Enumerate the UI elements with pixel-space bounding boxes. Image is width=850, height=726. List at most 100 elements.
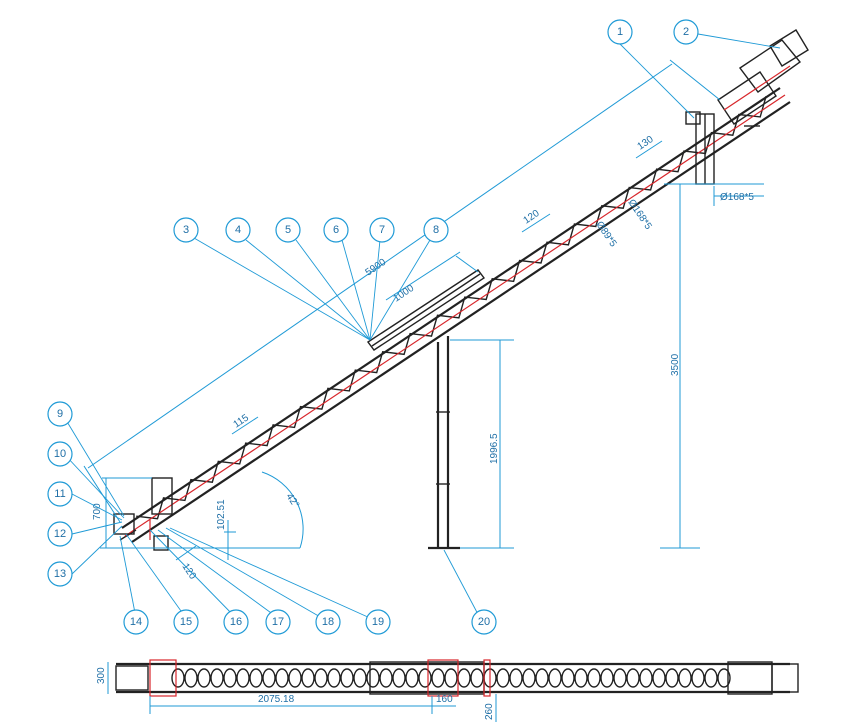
- dim-height-total: 3500: [660, 183, 700, 549]
- balloon-13: 13: [47, 561, 73, 587]
- svg-text:120: 120: [180, 562, 199, 582]
- plan-flight: [704, 668, 718, 688]
- svg-text:3500: 3500: [670, 353, 681, 376]
- plan-flight: [184, 668, 198, 688]
- plan-flight: [379, 668, 393, 688]
- svg-text:300: 300: [96, 667, 107, 684]
- plan-flight: [639, 668, 653, 688]
- svg-text:3: 3: [183, 224, 189, 236]
- balloon-19: 19: [365, 609, 391, 635]
- plan-flight: [249, 668, 263, 688]
- svg-text:115: 115: [232, 412, 252, 430]
- plan-flight: [561, 668, 575, 688]
- svg-text:20: 20: [478, 616, 490, 628]
- plan-flight: [288, 668, 302, 688]
- svg-text:260: 260: [484, 703, 495, 720]
- balloon-11: 11: [47, 481, 73, 507]
- plan-flight: [496, 668, 510, 688]
- plan-flight: [405, 668, 419, 688]
- svg-text:6: 6: [333, 224, 339, 236]
- dim-text-1000: 1000: [392, 283, 417, 305]
- dim-pitch-upper: 130: [636, 134, 663, 159]
- svg-text:9: 9: [57, 408, 63, 420]
- plan-flight: [587, 668, 601, 688]
- dim-shaft: Ø89*5: [594, 220, 619, 250]
- dim-plan-offset: 260: [484, 694, 497, 722]
- balloon-18: 18: [315, 609, 341, 635]
- feed-hopper: [366, 255, 486, 351]
- dim-inlet-height: 700: [92, 477, 152, 548]
- dim-pitch-mid: 120: [522, 208, 551, 233]
- plan-flight: [691, 668, 705, 688]
- plan-flight: [665, 668, 679, 688]
- dim-support-height: 1996.5: [450, 339, 514, 549]
- plan-flight: [613, 668, 627, 688]
- balloon-12: 12: [47, 521, 73, 547]
- svg-text:700: 700: [92, 503, 103, 520]
- svg-text:10: 10: [54, 448, 66, 460]
- svg-text:19: 19: [372, 616, 384, 628]
- plan-flight: [600, 668, 614, 688]
- svg-text:4: 4: [235, 224, 241, 236]
- plan-flight: [353, 668, 367, 688]
- plan-flight: [210, 668, 224, 688]
- balloon-6: 6: [323, 217, 349, 243]
- svg-text:Ø89*5: Ø89*5: [594, 220, 619, 250]
- plan-flight: [717, 668, 731, 688]
- flight-zigzag: [136, 96, 767, 520]
- plan-flight: [327, 668, 341, 688]
- dim-tube-right: Ø168*5: [694, 183, 764, 206]
- svg-text:13: 13: [54, 568, 66, 580]
- svg-text:120: 120: [522, 208, 542, 227]
- plan-flight: [236, 668, 250, 688]
- svg-text:14: 14: [130, 616, 142, 628]
- plan-flight: [535, 668, 549, 688]
- plan-flight: [223, 668, 237, 688]
- balloon-14: 14: [123, 609, 149, 635]
- plan-flight: [444, 668, 458, 688]
- svg-text:18: 18: [322, 616, 334, 628]
- plan-flight: [457, 668, 471, 688]
- plan-flight: [301, 668, 315, 688]
- balloon-20: 20: [471, 609, 497, 635]
- svg-text:17: 17: [272, 616, 284, 628]
- balloon-2: 2: [673, 19, 699, 45]
- dim-pitch-lower: 115: [232, 412, 259, 435]
- balloon-17: 17: [265, 609, 291, 635]
- balloon-3: 3: [173, 217, 199, 243]
- svg-text:12: 12: [54, 528, 66, 540]
- plan-flight: [340, 668, 354, 688]
- balloon-5: 5: [275, 217, 301, 243]
- balloon-9: 9: [47, 401, 73, 427]
- svg-text:Ø168*5: Ø168*5: [720, 192, 754, 203]
- svg-text:2: 2: [683, 26, 689, 38]
- plan-flight: [626, 668, 640, 688]
- dim-feed-length: 1000: [385, 251, 461, 305]
- support-leg: [428, 336, 460, 550]
- plan-flight: [275, 668, 289, 688]
- svg-text:2075.18: 2075.18: [258, 694, 295, 705]
- dim-inlet-offset: 102.51: [216, 499, 236, 560]
- plan-screw-loops: [171, 668, 731, 688]
- balloon-10: 10: [47, 441, 73, 467]
- plan-flight: [431, 668, 445, 688]
- svg-text:5: 5: [285, 224, 291, 236]
- leader-lines: [65, 33, 781, 619]
- plan-flight: [366, 668, 380, 688]
- plan-flight: [470, 668, 484, 688]
- svg-text:1996.5: 1996.5: [489, 433, 500, 464]
- svg-text:7: 7: [379, 224, 385, 236]
- screw-flights: [136, 96, 767, 520]
- plan-view: [115, 659, 799, 697]
- screw-axis: [124, 94, 786, 537]
- drive-motor: [717, 29, 809, 127]
- svg-text:102.51: 102.51: [216, 499, 227, 530]
- svg-text:15: 15: [180, 616, 192, 628]
- plan-flight: [652, 668, 666, 688]
- balloon-4: 4: [225, 217, 251, 243]
- dim-plan-length: 2075.18: [149, 694, 433, 714]
- plan-flight: [678, 668, 692, 688]
- plan-flight: [418, 668, 432, 688]
- svg-text:16: 16: [230, 616, 242, 628]
- plan-flight: [574, 668, 588, 688]
